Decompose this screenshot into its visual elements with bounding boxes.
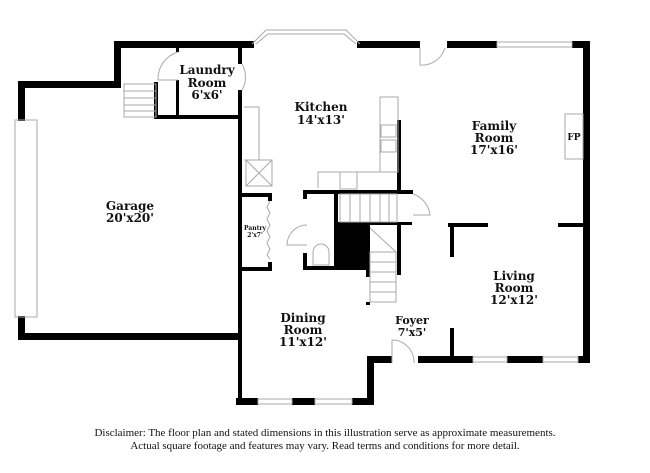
window [314, 398, 353, 405]
kitchen-label: Kitchen [295, 100, 348, 114]
living-room-label: Living [493, 269, 535, 283]
window [542, 356, 579, 363]
toilet [312, 243, 330, 266]
fireplace [564, 113, 584, 160]
walls [18, 41, 590, 405]
fireplace-label: FP [567, 133, 580, 143]
stairs [339, 193, 398, 223]
door [157, 51, 179, 81]
garage-door [14, 119, 38, 318]
door [241, 63, 246, 91]
pantry-door [266, 200, 271, 260]
door [419, 47, 446, 66]
sink [380, 124, 397, 138]
door [412, 193, 431, 216]
counter [244, 106, 260, 161]
garage-label: Garage [106, 199, 155, 213]
door [391, 339, 415, 364]
disclaimer: Disclaimer: The floor plan and stated di… [0, 427, 650, 453]
stove [339, 171, 358, 190]
window [257, 398, 293, 405]
bay-window [251, 29, 361, 45]
window [496, 41, 573, 48]
door [286, 224, 308, 246]
fixtures [14, 29, 584, 405]
laundry-label: Laundry [179, 63, 235, 77]
stairs [123, 83, 157, 118]
foyer-label: Foyer [395, 314, 429, 327]
disclaimer-line-2: Actual square footage and features may v… [130, 440, 520, 452]
pantry-label: Pantry [244, 225, 267, 232]
family-room-label: Family [472, 119, 517, 133]
disclaimer-line-1: Disclaimer: The floor plan and stated di… [94, 427, 556, 439]
dining-room-label: Dining [280, 311, 326, 325]
window [472, 356, 508, 363]
